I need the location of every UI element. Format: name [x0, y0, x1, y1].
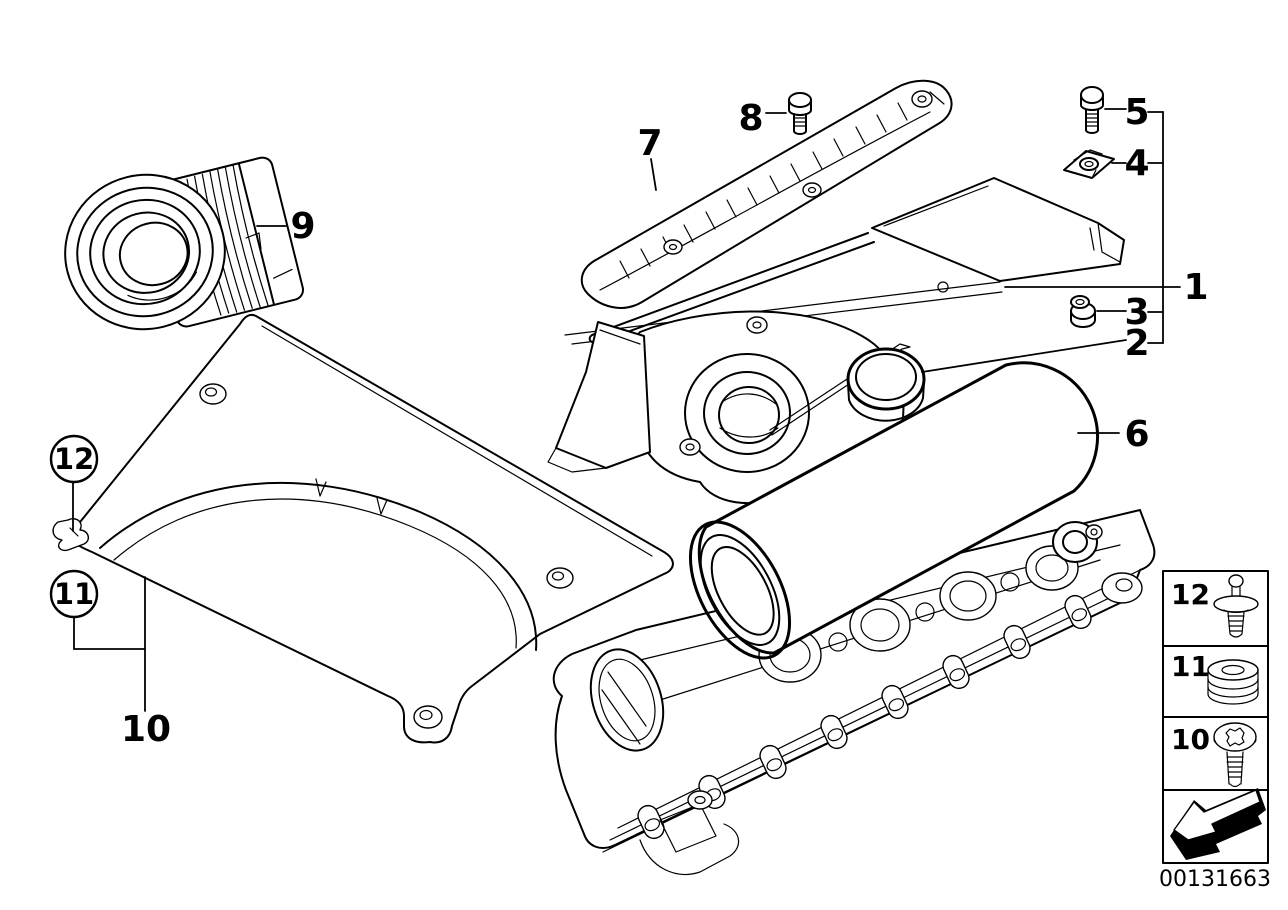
screw-part-5: [1080, 86, 1104, 134]
intake-boot-opening: [64, 173, 226, 331]
strip-ribs: [619, 102, 908, 279]
clip-nut-part-4: [1063, 149, 1115, 179]
leader-lines: [72, 108, 1181, 712]
callout-1[interactable]: 1: [1183, 267, 1208, 308]
engine-cover-part-10: [52, 313, 674, 744]
leader-7: [650, 158, 657, 191]
callout-11-label: 11: [54, 577, 94, 611]
callout-12-label: 12: [54, 442, 94, 476]
legend-row-10[interactable]: 10: [1171, 722, 1257, 788]
grommet-icon: [1207, 659, 1259, 705]
leader-3: [1096, 310, 1164, 313]
callout-7[interactable]: 7: [637, 123, 662, 164]
callouts: 5 4 1 3 2 6 7 8 9 10 12 11: [49, 92, 1209, 750]
cover-corner-clip: [52, 518, 90, 552]
callout-12-circled[interactable]: 12: [49, 434, 99, 484]
legend-table: 12 11 10: [1162, 570, 1269, 864]
legend-row-12[interactable]: 12: [1171, 574, 1259, 638]
leader-11: [73, 616, 146, 650]
callout-9[interactable]: 9: [290, 206, 315, 247]
callout-8[interactable]: 8: [738, 98, 763, 139]
callout-2[interactable]: 2: [1124, 323, 1149, 364]
callout-10[interactable]: 10: [121, 709, 171, 750]
legend-label-11: 11: [1171, 650, 1210, 683]
head-cover-bolt-tabs: [637, 594, 1092, 840]
callout-3[interactable]: 3: [1124, 292, 1149, 333]
leader-2: [921, 339, 1164, 373]
callout-4[interactable]: 4: [1124, 143, 1149, 184]
screw-part-8: [788, 92, 812, 135]
callout-5[interactable]: 5: [1124, 92, 1149, 133]
direction-arrow-icon[interactable]: [1170, 788, 1266, 860]
acoustic-cover-panel: [871, 177, 1125, 282]
legend-label-12: 12: [1171, 578, 1210, 611]
legend-row-11[interactable]: 11: [1171, 650, 1259, 705]
callout-11-circled[interactable]: 11: [49, 569, 99, 619]
grommet-part-3: [1070, 295, 1096, 328]
cylinder-head-cover: [552, 458, 1156, 876]
intake-silencer-part-6: [688, 361, 1099, 660]
seal-collar-part-2: [846, 347, 926, 422]
intake-boot-part-9: [64, 156, 304, 331]
callout-6[interactable]: 6: [1124, 414, 1149, 455]
expansion-rivet-icon: [1213, 574, 1259, 638]
cover-strip-part-7: [580, 79, 953, 309]
leader-5: [1104, 108, 1164, 113]
acoustic-cover-carrier-part-1: [547, 177, 1125, 505]
torx-screw-icon: [1213, 722, 1257, 788]
document-number: 00131663: [1159, 867, 1271, 892]
legend-label-10: 10: [1171, 723, 1210, 756]
